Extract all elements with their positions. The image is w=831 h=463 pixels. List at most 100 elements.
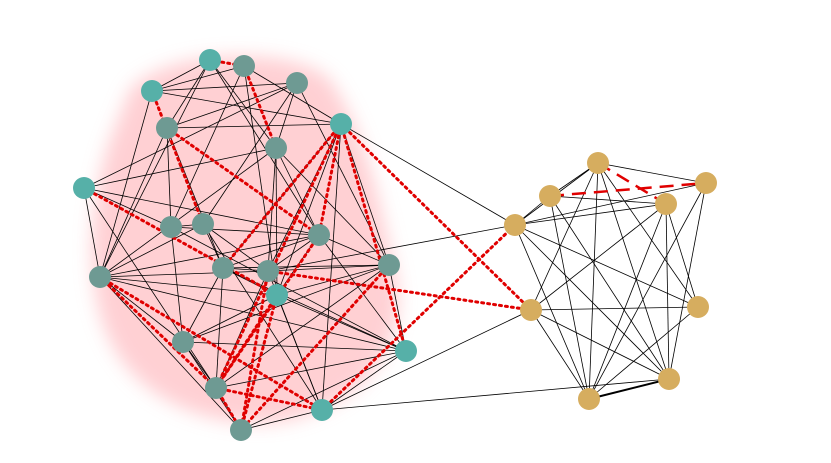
node-gray-n14 — [257, 260, 279, 282]
edge-solid — [530, 309, 670, 380]
node-teal-n20 — [311, 399, 333, 421]
node-gray-n9 — [160, 216, 182, 238]
edge-solid — [99, 223, 204, 278]
edge-dotted — [266, 269, 533, 312]
node-gold-g4 — [520, 299, 542, 321]
edge-solid — [215, 264, 390, 389]
edge-dotted — [339, 122, 533, 312]
edge-solid — [99, 59, 211, 278]
edge-layer — [82, 58, 707, 432]
edge-dotted — [221, 122, 343, 270]
edge-dotted — [242, 64, 278, 150]
edge-solid — [215, 350, 407, 389]
edge-dotted — [239, 263, 391, 432]
edge-dotted — [339, 122, 408, 353]
edge-dashed — [597, 161, 667, 206]
edge-solid — [170, 226, 407, 352]
node-gold-g8 — [658, 368, 680, 390]
edge-solid — [99, 270, 269, 278]
node-gold-g5 — [655, 193, 677, 215]
edge-solid — [99, 276, 278, 296]
edge-solid — [321, 378, 670, 411]
node-teal-n3 — [141, 80, 163, 102]
edge-solid — [151, 90, 342, 125]
edge-solid — [166, 82, 298, 129]
edge-solid — [83, 187, 172, 228]
node-gray-n12 — [89, 266, 111, 288]
edge-solid — [530, 309, 590, 400]
node-gray-n17 — [172, 331, 194, 353]
node-gold-g7 — [687, 296, 709, 318]
node-gray-n5 — [156, 117, 178, 139]
edge-solid — [514, 224, 590, 400]
edge-solid — [275, 147, 390, 266]
edge-solid — [514, 182, 707, 226]
edge-solid — [275, 147, 320, 236]
edge-solid — [170, 65, 245, 228]
edge-solid — [83, 187, 217, 389]
node-layer — [73, 49, 717, 441]
node-gray-n16 — [378, 254, 400, 276]
edge-thick — [588, 378, 670, 400]
node-gold-g1 — [504, 214, 526, 236]
edge-solid — [166, 123, 342, 129]
edge-solid — [170, 226, 184, 343]
edge-solid — [99, 147, 277, 278]
edge-solid — [83, 187, 320, 236]
edge-solid — [240, 409, 323, 431]
edge-solid — [83, 82, 298, 189]
edge-solid — [202, 223, 269, 272]
node-gray-n2 — [233, 55, 255, 77]
edge-solid — [99, 90, 153, 278]
edge-solid — [166, 127, 172, 228]
edge-solid — [267, 224, 516, 272]
edge-solid — [340, 123, 516, 226]
edge-solid — [83, 147, 277, 189]
edge-solid — [514, 224, 699, 308]
edge-dotted — [98, 275, 218, 390]
edge-solid — [665, 203, 699, 308]
edge-solid — [549, 195, 590, 400]
node-teal-n8 — [73, 177, 95, 199]
edge-solid — [276, 123, 342, 296]
edge-solid — [588, 162, 599, 400]
node-gold-g3 — [587, 152, 609, 174]
edge-solid — [321, 350, 407, 411]
edge-dotted — [317, 122, 343, 237]
edge-solid — [99, 276, 242, 431]
edge-solid — [166, 59, 211, 129]
edge-solid — [99, 276, 184, 343]
edge-solid — [549, 195, 670, 380]
edge-dotted — [82, 186, 279, 297]
edge-solid — [597, 162, 707, 184]
edge-dotted — [165, 126, 321, 237]
node-gold-g9 — [578, 388, 600, 410]
edge-solid — [668, 182, 707, 380]
edge-solid — [83, 187, 101, 278]
node-gray-n21 — [230, 419, 252, 441]
edge-solid — [209, 59, 277, 149]
edge-solid — [665, 203, 670, 380]
edge-solid — [530, 162, 599, 311]
edge-dotted — [214, 122, 343, 390]
edge-solid — [275, 82, 298, 149]
edge-dotted — [150, 89, 205, 226]
edge-solid — [243, 65, 342, 125]
node-gray-n11 — [308, 224, 330, 246]
edge-dotted — [214, 386, 324, 412]
edge-solid — [215, 267, 224, 389]
edge-solid — [182, 264, 390, 343]
edge-solid — [202, 82, 298, 225]
edge-solid — [588, 203, 667, 400]
edge-solid — [597, 162, 699, 308]
edge-solid — [151, 82, 298, 92]
edge-dotted — [320, 223, 517, 412]
node-gray-n7 — [265, 137, 287, 159]
edge-solid — [588, 182, 707, 400]
edge-solid — [318, 234, 390, 266]
edge-solid — [514, 203, 667, 226]
edge-solid — [222, 264, 390, 269]
edge-solid — [267, 264, 390, 272]
node-gold-g2 — [539, 185, 561, 207]
